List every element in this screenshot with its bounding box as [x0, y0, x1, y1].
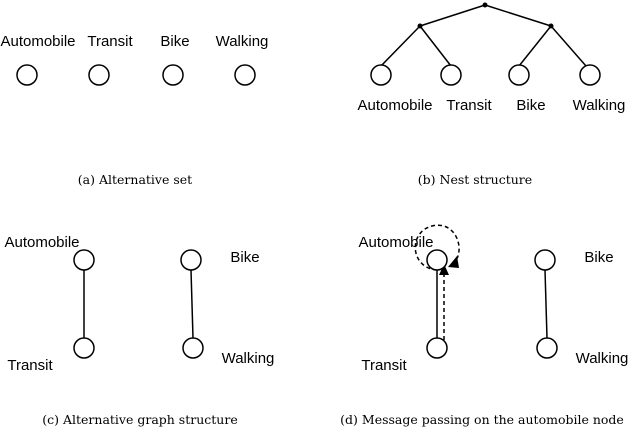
label-walking: Walking: [573, 97, 626, 114]
label-walking: Walking: [576, 350, 629, 367]
panel-a: Automobile Transit Bike Walking (a) Alte…: [0, 33, 268, 187]
label-transit: Transit: [87, 33, 133, 50]
edge-nest-transit: [419, 25, 452, 67]
node-bike: [162, 64, 184, 86]
edge-nest-automobile: [380, 25, 421, 67]
panel-d: Automobile Bike Transit Walking (d) Mess…: [340, 224, 629, 427]
edge-root-right: [484, 4, 552, 27]
caption-a: (a) Alternative set: [78, 172, 192, 187]
label-bike: Bike: [516, 97, 545, 114]
node-automobile: [73, 249, 95, 271]
node-automobile: [426, 249, 448, 271]
caption-c: (c) Alternative graph structure: [42, 412, 237, 427]
nest-dot-left: [417, 23, 423, 29]
label-bike: Bike: [584, 249, 613, 266]
node-walking: [234, 64, 256, 86]
edge-nest-walking: [550, 25, 587, 67]
root-dot: [482, 2, 488, 8]
node-walking: [579, 64, 601, 86]
edge-bike-walking: [190, 269, 194, 339]
message-self-loop: [414, 224, 460, 271]
node-bike: [508, 64, 530, 86]
message-arrowhead-up: [439, 264, 449, 275]
label-automobile: Automobile: [358, 234, 433, 251]
label-automobile: Automobile: [357, 97, 432, 114]
node-automobile: [370, 64, 392, 86]
label-walking: Walking: [216, 33, 269, 50]
message-self-loop-arrowhead: [448, 256, 459, 268]
label-bike: Bike: [160, 33, 189, 50]
node-transit: [73, 337, 95, 359]
panel-c: Automobile Bike Transit Walking (c) Alte…: [4, 234, 274, 427]
label-transit: Transit: [361, 357, 407, 374]
label-walking: Walking: [222, 350, 275, 367]
label-transit: Transit: [446, 97, 492, 114]
node-transit: [426, 337, 448, 359]
caption-d: (d) Message passing on the automobile no…: [340, 412, 624, 427]
edge-bike-walking: [544, 269, 548, 339]
node-bike: [534, 249, 556, 271]
node-transit: [88, 64, 110, 86]
label-bike: Bike: [230, 249, 259, 266]
nest-dot-right: [548, 23, 554, 29]
node-walking: [536, 337, 558, 359]
node-automobile: [16, 64, 38, 86]
edge-nest-bike: [518, 25, 552, 67]
label-automobile: Automobile: [4, 234, 79, 251]
caption-b: (b) Nest structure: [418, 172, 532, 187]
node-transit: [440, 64, 462, 86]
edge-root-left: [419, 4, 486, 27]
label-automobile: Automobile: [0, 33, 75, 50]
node-bike: [180, 249, 202, 271]
label-transit: Transit: [7, 357, 53, 374]
panel-b: Automobile Transit Bike Walking (b) Nest…: [357, 2, 626, 187]
node-walking: [182, 337, 204, 359]
